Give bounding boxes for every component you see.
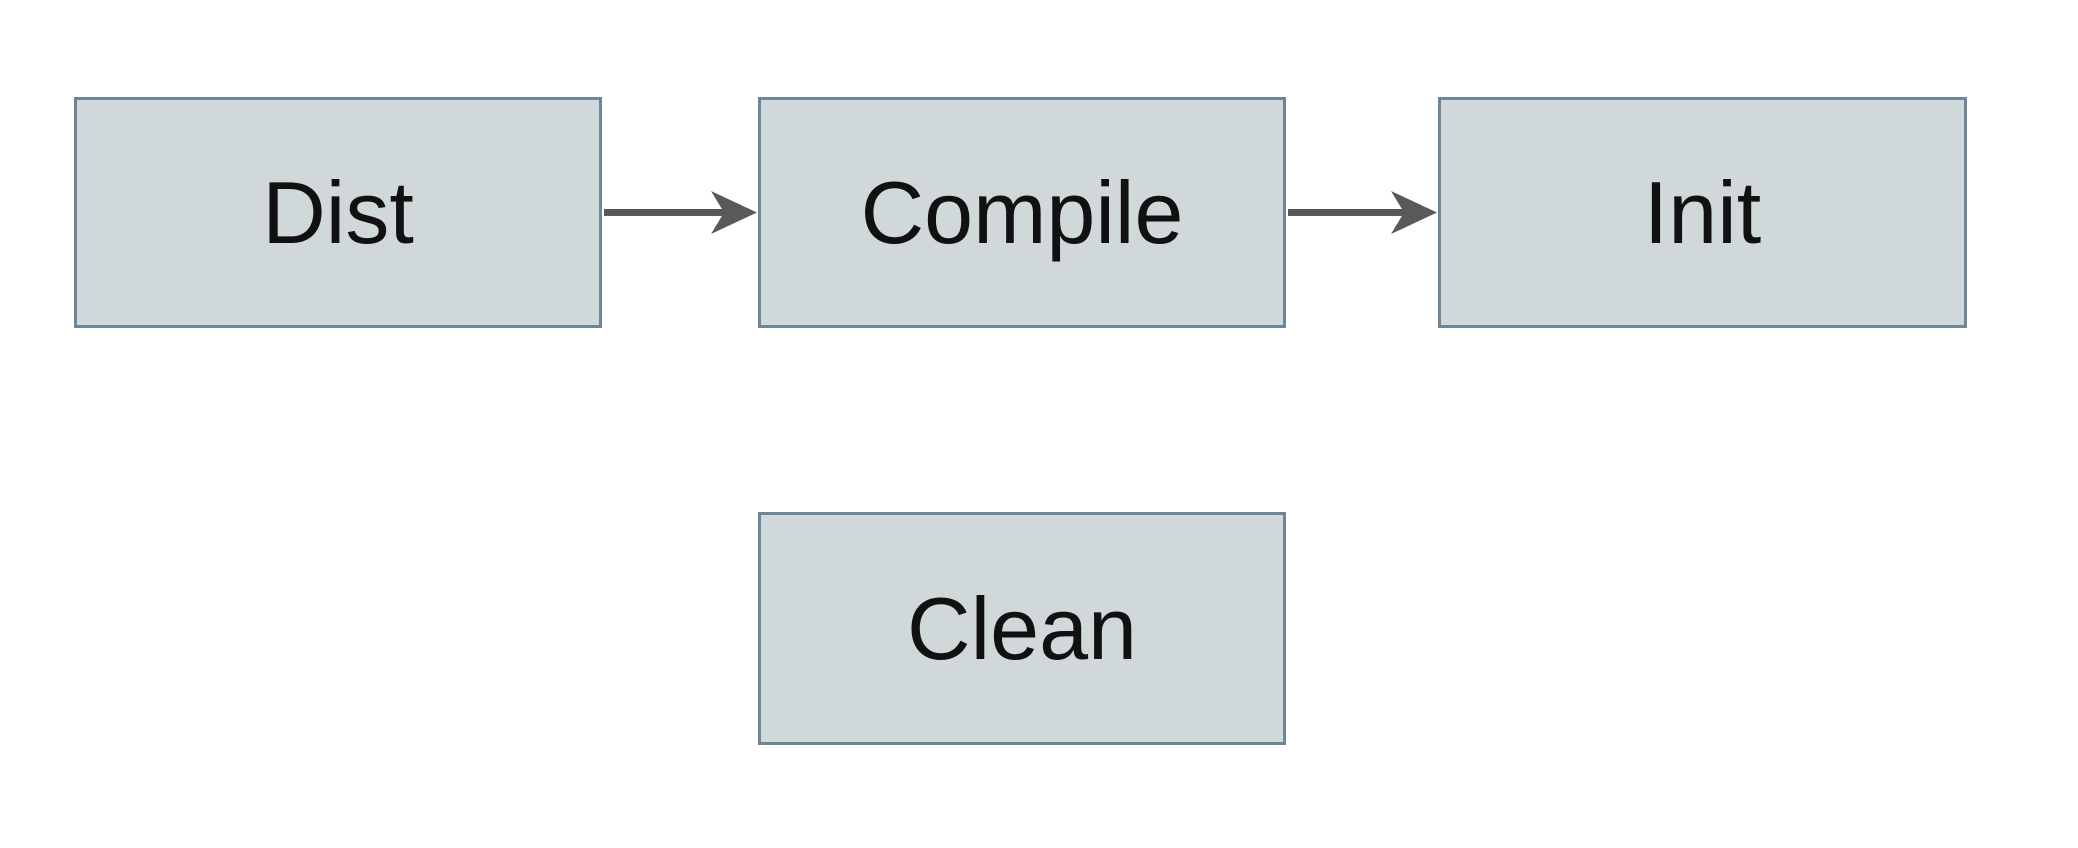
node-compile: Compile (758, 97, 1286, 328)
node-init: Init (1438, 97, 1967, 328)
node-dist-label: Dist (262, 162, 414, 262)
arrow-dist-to-compile (604, 191, 757, 234)
arrow-compile-to-init (1288, 191, 1437, 234)
node-dist: Dist (74, 97, 602, 328)
node-clean: Clean (758, 512, 1286, 745)
node-clean-label: Clean (907, 578, 1137, 678)
node-init-label: Init (1643, 162, 1762, 262)
node-compile-label: Compile (860, 162, 1184, 262)
